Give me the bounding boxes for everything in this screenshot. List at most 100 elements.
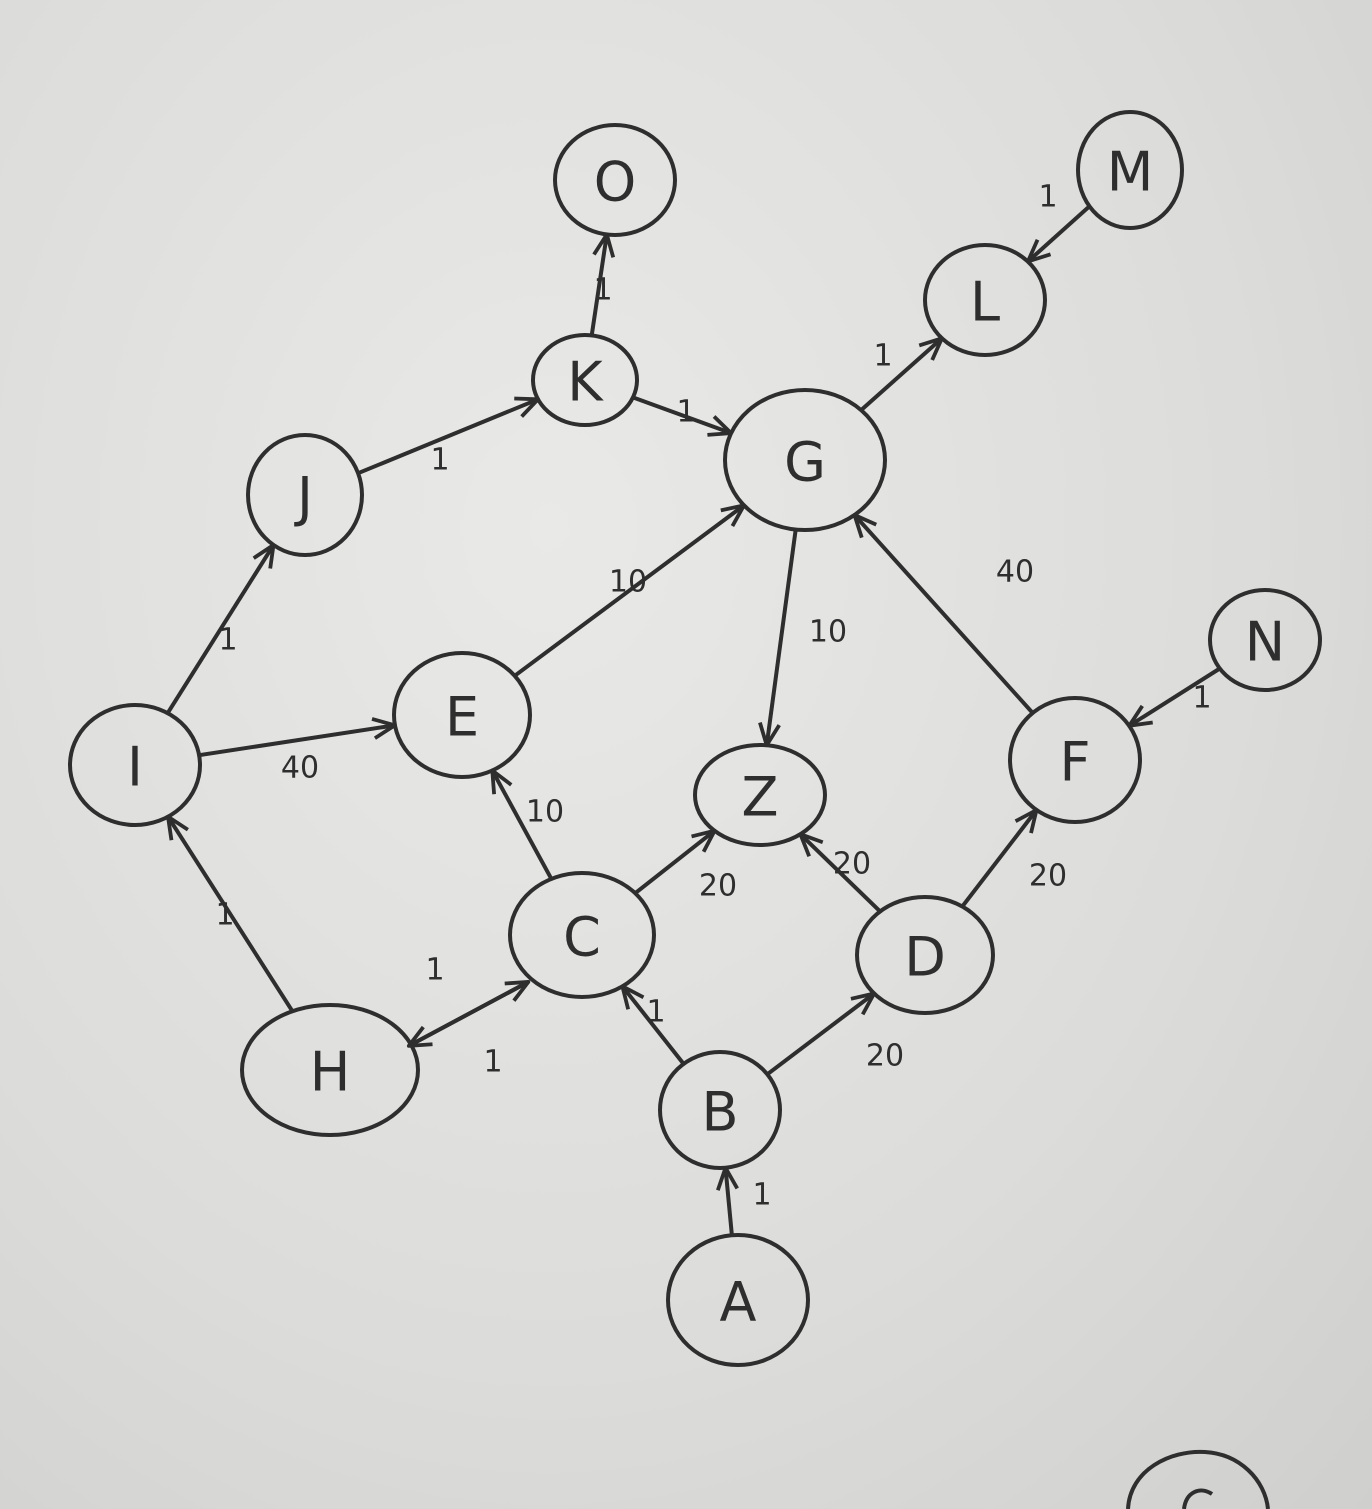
partial-node-circle (1126, 1449, 1270, 1509)
edge-arrow (166, 814, 295, 1013)
node-label: H (310, 1041, 351, 1104)
edge-f-g: 40 (852, 513, 1035, 715)
node-label: E (445, 686, 479, 749)
node-circle (855, 895, 995, 1015)
node-circle (508, 871, 656, 999)
node-circle (68, 703, 202, 827)
node-o: O (553, 123, 677, 237)
node-k: K (531, 333, 639, 427)
node-b: B (658, 1050, 782, 1170)
edge-b-d: 20 (766, 991, 904, 1076)
node-label: M (1107, 141, 1154, 204)
node-label: I (127, 736, 143, 799)
edge-k-o: 1 (589, 232, 616, 336)
edges-layer: 1 1 1 1 1 1 10 10 40 1 40 1 10 20 20 20 1 1 1 20 1 (166, 180, 1221, 1236)
edge-h-i: 1 (166, 814, 295, 1013)
node-label: B (701, 1081, 738, 1144)
node-l: L (923, 243, 1047, 357)
node-z: Z (693, 743, 827, 847)
edge-weight-label: 10 (609, 565, 647, 600)
node-label: L (970, 271, 1000, 334)
node-g: G (723, 388, 887, 532)
node-label: F (1059, 731, 1090, 794)
edge-weight-label: 20 (833, 847, 871, 882)
edge-arrow (716, 1165, 739, 1236)
edge-weight-label: 40 (996, 555, 1034, 590)
node-circle (240, 1003, 420, 1137)
node-circle (693, 743, 827, 847)
node-circle (392, 651, 532, 779)
node-circle (723, 388, 887, 532)
node-c: C (508, 871, 656, 999)
edge-weight-label: 1 (430, 443, 449, 478)
edge-d-z: 20 (798, 832, 882, 913)
edge-arrow (960, 808, 1039, 908)
node-label: G (784, 431, 826, 494)
edge-arrow (798, 832, 882, 913)
edge-weight-label: 1 (1192, 681, 1211, 716)
edge-arrow (513, 503, 746, 678)
edge-weight-label: 1 (752, 1178, 771, 1213)
node-i: I (68, 703, 202, 827)
edge-i-j: 1 (166, 543, 276, 715)
edge-weight-label: 1 (1038, 180, 1057, 215)
node-m: M (1076, 110, 1184, 230)
node-j: J (246, 433, 364, 557)
node-circle (246, 433, 364, 557)
edge-k-g: 1 (632, 395, 733, 437)
edge-arrow (1026, 204, 1091, 264)
node-h: H (240, 1003, 420, 1137)
edge-weight-label: 10 (526, 795, 564, 830)
edge-c-h: 1 (406, 953, 530, 1048)
node-label: D (904, 926, 946, 989)
node-label: K (567, 351, 604, 414)
edge-d-f: 20 (960, 808, 1067, 908)
edge-b-c: 1 (620, 984, 686, 1066)
edge-weight-label: 1 (215, 898, 234, 933)
edge-weight-label: 20 (699, 869, 737, 904)
edge-n-f: 1 (1127, 666, 1221, 728)
edge-weight-label: 1 (483, 1045, 502, 1080)
edge-m-l: 1 (1026, 180, 1091, 264)
edge-arrow (632, 395, 733, 437)
edge-i-e: 40 (198, 717, 397, 786)
node-circle (1208, 588, 1322, 692)
edge-c-z: 20 (633, 828, 737, 904)
node-label: Z (742, 766, 779, 829)
node-circle (666, 1233, 810, 1367)
node-label: O (594, 151, 637, 214)
edge-arrow (620, 984, 686, 1066)
edge-weight-label: 20 (1029, 859, 1067, 894)
node-circle (553, 123, 677, 237)
edge-weight-label: 1 (218, 623, 237, 658)
node-label: J (294, 466, 313, 529)
node-n: N (1208, 588, 1322, 692)
edge-arrow (490, 768, 554, 880)
node-a: A (666, 1233, 810, 1367)
edge-arrow (198, 717, 397, 758)
edge-weight-label: 1 (425, 953, 444, 988)
edge-j-k: 1 (357, 396, 540, 478)
edge-weight-label: 40 (281, 751, 319, 786)
node-circle (658, 1050, 782, 1170)
edge-g-l: 1 (859, 336, 944, 412)
node-circle (1008, 696, 1142, 824)
node-e: E (392, 651, 532, 779)
edge-weight-label: 10 (809, 615, 847, 650)
edge-a-b: 1 (716, 1165, 772, 1236)
node-circle (1076, 110, 1184, 230)
edge-arrow (766, 991, 876, 1076)
node-label: N (1245, 611, 1285, 674)
edge-arrow (859, 336, 944, 412)
node-f: F (1008, 696, 1142, 824)
edge-g-z: 10 (758, 529, 847, 748)
node-label: C (563, 906, 601, 969)
edge-arrow (758, 529, 798, 748)
edge-arrow (407, 980, 531, 1048)
edge-weight-label: 1 (676, 395, 695, 430)
partial-node-glyph (1182, 1488, 1214, 1509)
edge-arrow (633, 828, 717, 895)
nodes-layer: O M L K G J N E I Z F C D H B A (68, 110, 1322, 1367)
node-circle (923, 243, 1047, 357)
